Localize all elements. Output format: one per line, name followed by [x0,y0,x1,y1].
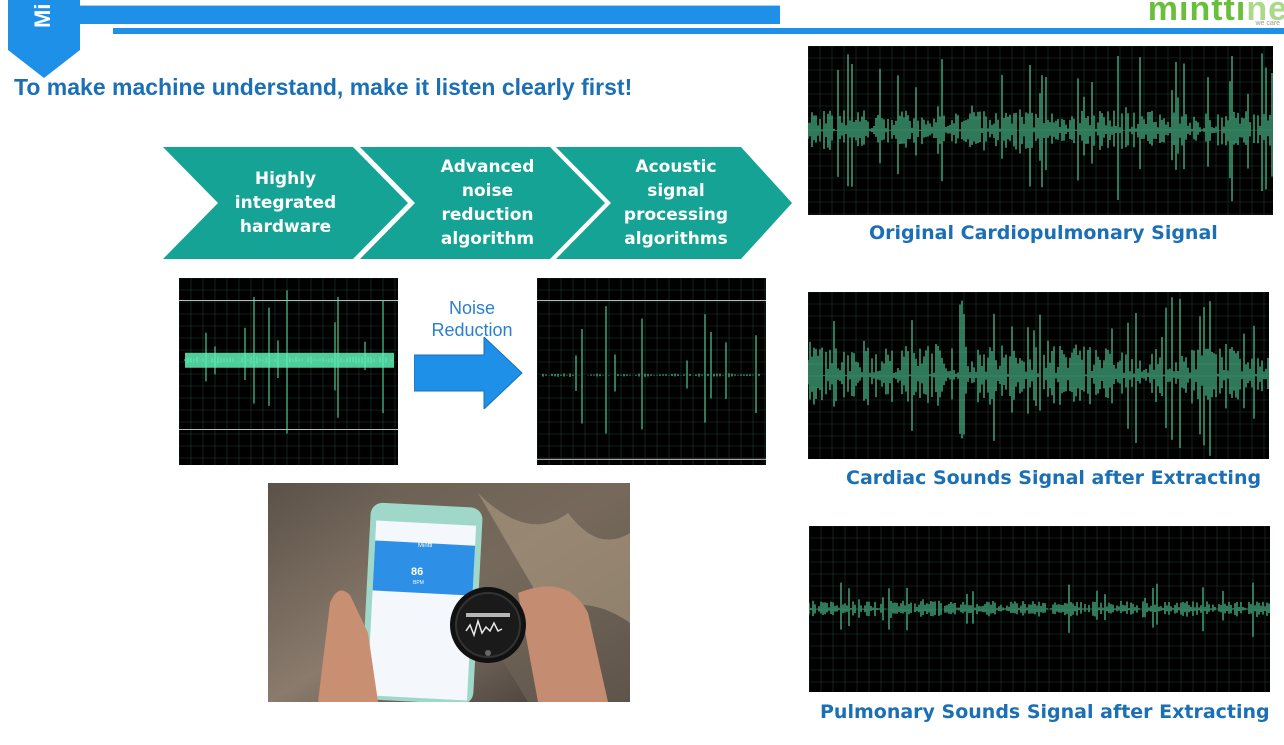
original-signal-caption: Original Cardiopulmonary Signal [869,222,1218,244]
cardiac-signal-caption: Cardiac Sounds Signal after Extracting [846,467,1262,489]
waveform-plot [537,278,766,465]
pipeline-step-label: Acoustic signal processing algorithms [623,157,729,249]
right-arrow-icon [414,337,523,409]
device-photo: Mintti 86 BPM [268,483,630,702]
phone-heart-rate-unit: BPM [413,580,424,586]
cardiac-signal-scope [808,292,1269,459]
waveform-plot [809,526,1270,692]
noise-reduction-label: Noise Reduction [431,298,513,340]
header-rule [113,28,1284,34]
section-tag [8,0,80,78]
original-signal-scope [808,46,1273,215]
section-tag-label: Mi [30,3,55,29]
page-headline: To make machine understand, make it list… [14,74,633,100]
chevron-shape [163,147,408,259]
brand-logo: minttine [1148,0,1284,29]
pipeline-step-noise-reduction: Advanced noise reduction algorithm [360,147,605,259]
header-bar [80,5,780,24]
pipeline-step-label: Advanced noise reduction algorithm [440,157,535,249]
chevron-shape [360,147,605,259]
pulmonary-signal-caption: Pulmonary Sounds Signal after Extracting [820,701,1270,723]
pipeline-step-signal-processing: Acoustic signal processing algorithms [556,147,792,259]
pipeline-step-hardware: Highly integrated hardware [163,147,408,259]
phone-heart-rate: 86 [411,566,423,578]
noisy-signal-scope [179,278,398,465]
waveform-plot [179,278,398,465]
pipeline-step-label: Highly integrated hardware [234,169,337,237]
clean-signal-scope [537,278,766,465]
phone-screen-title: Mintti [418,543,432,549]
waveform-plot [808,46,1273,215]
pulmonary-signal-scope [809,526,1270,692]
waveform-plot [808,292,1269,459]
logo-main-text: mintti [1147,0,1247,28]
logo-tail-text: ne [1246,0,1284,28]
logo-tagline: we care [1255,20,1280,27]
chevron-shape [556,147,792,259]
